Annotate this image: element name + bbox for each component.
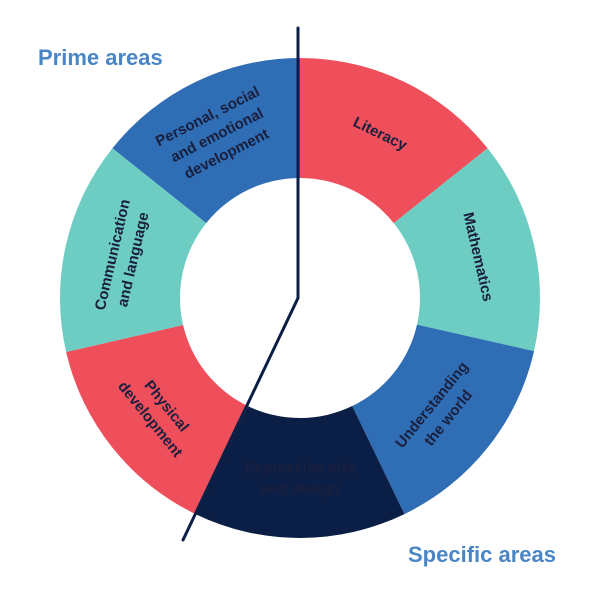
segment-label-line: and design (260, 481, 339, 498)
wheel-segments (59, 58, 540, 539)
segment-understanding (352, 324, 535, 515)
segment-label-expressive: Expressive arts and design (245, 460, 356, 498)
prime-areas-label: Prime areas (38, 45, 163, 70)
segment-communication (59, 148, 207, 352)
segment-mathematics (393, 148, 540, 352)
specific-areas-label: Specific areas (408, 542, 556, 567)
segment-literacy (300, 58, 488, 224)
segment-expressive (196, 406, 405, 539)
segment-physical (66, 324, 249, 515)
segment-label-line: Expressive arts (245, 460, 356, 477)
prime-specific-divider (181, 26, 300, 542)
segment-personal (112, 58, 300, 224)
